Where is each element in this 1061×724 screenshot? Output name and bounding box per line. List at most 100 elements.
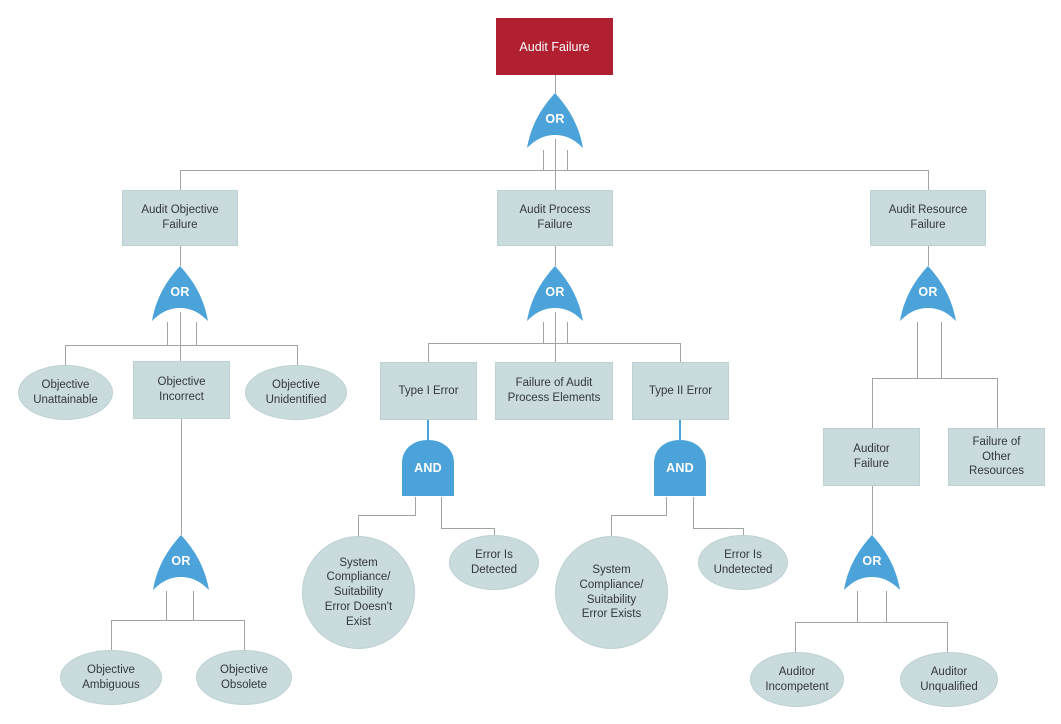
connector-segment xyxy=(180,312,181,361)
node-label: Audit Resource Failure xyxy=(888,204,968,231)
connector-segment xyxy=(567,150,568,171)
node-label: Type II Error xyxy=(648,384,713,397)
node-label: Objective Obsolete xyxy=(220,663,268,691)
node-objective-ambiguous: Objective Ambiguous xyxy=(60,650,162,705)
node-label: Auditor Incompetent xyxy=(765,665,829,693)
connector-segment xyxy=(415,497,416,516)
connector-segment xyxy=(543,322,544,344)
node-label: Audit Process Failure xyxy=(519,204,591,231)
connector-segment xyxy=(872,378,873,428)
or-gate-audit-process: OR xyxy=(525,266,585,324)
connector-segment xyxy=(167,322,168,346)
node-label: System Compliance/ Suitability Error Doe… xyxy=(324,556,393,628)
connector-segment xyxy=(555,139,556,190)
node-audit-process-failure: Audit Process Failure xyxy=(497,190,613,246)
node-label: Failure of Audit Process Elements xyxy=(507,377,601,404)
connector-segment xyxy=(166,591,167,621)
node-audit-failure: Audit Failure xyxy=(496,18,613,75)
connector-segment xyxy=(181,419,182,535)
node-label: Auditor Unqualified xyxy=(920,665,978,693)
node-type-i-error: Type I Error xyxy=(380,362,477,420)
connector-segment xyxy=(611,515,666,516)
connector-segment xyxy=(494,528,495,540)
node-label: Failure of Other Resources xyxy=(969,435,1024,478)
and-gate-type-i: AND xyxy=(399,438,457,497)
or-gate-objective-incorrect: OR xyxy=(151,535,211,593)
gate-label: OR xyxy=(171,554,191,568)
node-label: Objective Incorrect xyxy=(157,376,206,403)
connector-segment xyxy=(666,497,667,516)
gate-label: OR xyxy=(862,554,882,568)
node-label: Error Is Undetected xyxy=(713,548,773,576)
node-label: Audit Objective Failure xyxy=(141,204,219,231)
or-gate-icon xyxy=(844,535,900,590)
or-gate-audit-resource: OR xyxy=(898,266,958,324)
node-error-is-undetected: Error Is Undetected xyxy=(698,535,788,590)
connector-segment xyxy=(180,246,181,266)
connector-segment xyxy=(111,620,244,621)
gate-label: OR xyxy=(918,285,938,299)
node-auditor-incompetent: Auditor Incompetent xyxy=(750,652,844,707)
connector-segment xyxy=(872,378,997,379)
node-label: Objective Unattainable xyxy=(33,378,98,406)
connector-segment xyxy=(611,515,612,540)
connector-segment xyxy=(941,322,942,379)
connector-segment xyxy=(193,591,194,621)
connector-segment xyxy=(297,345,298,370)
connector-segment xyxy=(358,515,415,516)
node-audit-objective-failure: Audit Objective Failure xyxy=(122,190,238,246)
connector-segment xyxy=(196,322,197,346)
connector-segment xyxy=(180,170,928,171)
connector-segment xyxy=(543,150,544,171)
connector-segment xyxy=(428,343,680,344)
connector-segment xyxy=(680,343,681,363)
gate-label: OR xyxy=(170,285,190,299)
connector-segment xyxy=(928,246,929,266)
connector-segment xyxy=(857,591,858,623)
or-gate-audit-objective: OR xyxy=(150,266,210,324)
or-gate-root: OR xyxy=(525,93,585,151)
and-gate-icon xyxy=(402,440,454,496)
node-objective-incorrect: Objective Incorrect xyxy=(133,361,230,419)
node-failure-of-audit-process-elements: Failure of Audit Process Elements xyxy=(495,362,613,420)
connector-segment xyxy=(555,246,556,266)
node-system-error-doesnt-exist: System Compliance/ Suitability Error Doe… xyxy=(302,536,415,649)
connector-segment xyxy=(886,591,887,623)
connector-segment xyxy=(111,620,112,655)
connector-segment xyxy=(947,622,948,657)
connector-segment xyxy=(795,622,796,657)
node-error-is-detected: Error Is Detected xyxy=(449,535,539,590)
connector-segment xyxy=(872,486,873,535)
node-label: Error Is Detected xyxy=(470,548,518,576)
or-gate-icon xyxy=(153,535,209,590)
connector-segment xyxy=(743,528,744,540)
or-gate-icon xyxy=(527,266,583,321)
connector-segment xyxy=(244,620,245,655)
connector-segment xyxy=(441,528,494,529)
node-objective-unattainable: Objective Unattainable xyxy=(18,365,113,420)
or-gate-icon xyxy=(527,93,583,148)
node-label: Objective Ambiguous xyxy=(82,663,140,691)
or-gate-icon xyxy=(152,266,208,321)
node-audit-resource-failure: Audit Resource Failure xyxy=(870,190,986,246)
node-label: Auditor Failure xyxy=(853,443,890,470)
connector-segment xyxy=(441,497,442,529)
node-auditor-failure: Auditor Failure xyxy=(823,428,920,486)
node-label: Audit Failure xyxy=(519,39,590,54)
connector-segment-blue xyxy=(679,420,681,440)
gate-label: AND xyxy=(666,460,694,475)
connector-segment xyxy=(555,75,556,93)
connector-segment xyxy=(65,345,297,346)
connector-segment xyxy=(555,312,556,362)
connector-segment xyxy=(693,497,694,529)
node-system-error-exists: System Compliance/ Suitability Error Exi… xyxy=(555,536,668,649)
node-failure-of-other-resources: Failure of Other Resources xyxy=(948,428,1045,486)
gate-label: AND xyxy=(414,460,442,475)
gate-label: OR xyxy=(545,112,565,126)
connector-segment-blue xyxy=(427,420,429,440)
connector-segment xyxy=(180,170,181,190)
node-label: System Compliance/ Suitability Error Exi… xyxy=(579,564,644,621)
or-gate-icon xyxy=(900,266,956,321)
node-objective-obsolete: Objective Obsolete xyxy=(196,650,292,705)
